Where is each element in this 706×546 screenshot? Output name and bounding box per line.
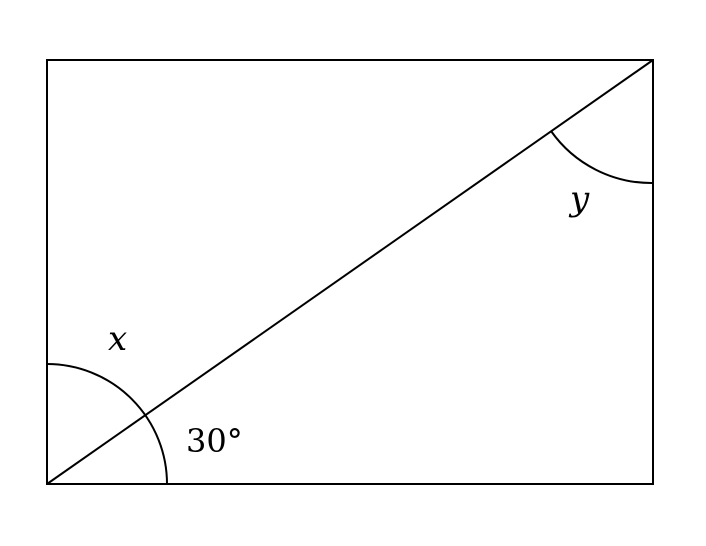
angle-arc-top-right xyxy=(550,130,654,185)
angle-label-30: 30° xyxy=(186,422,243,460)
angle-arc-bottom-left xyxy=(46,363,168,485)
rectangle-outline xyxy=(46,59,654,485)
diagonal-line xyxy=(46,59,654,485)
angle-label-x: x xyxy=(108,319,127,359)
angle-label-y: y xyxy=(568,179,590,219)
